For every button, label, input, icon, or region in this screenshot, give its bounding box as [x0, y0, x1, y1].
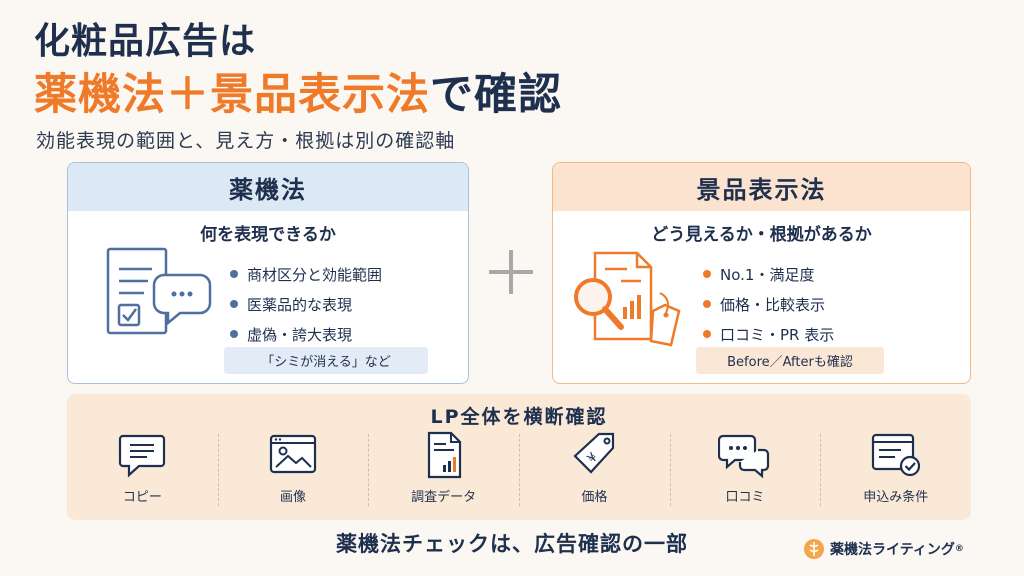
- document-chat-icon: [102, 247, 212, 361]
- list-item: 虚偽・誇大表現: [230, 319, 382, 349]
- keihyo-bullet-list: No.1・満足度 価格・比較表示 口コミ・PR 表示: [703, 259, 834, 349]
- lp-item-reviews: 口コミ: [669, 430, 821, 514]
- title-laws: 薬機法＋景品表示法: [34, 70, 430, 120]
- title-line2: 薬機法＋景品表示法で確認: [34, 60, 562, 122]
- list-item: 価格・比較表示: [703, 289, 834, 319]
- brand-emblem-icon: [804, 539, 824, 559]
- brand-registered-mark: ®: [954, 544, 964, 554]
- lp-title: LP全体を横断確認: [430, 406, 608, 428]
- speech-bubble-icon: [119, 434, 166, 478]
- image-window-icon: [269, 434, 317, 474]
- list-item: 商材区分と効能範囲: [230, 259, 382, 289]
- footer-message: 薬機法チェックは、広告確認の一部: [336, 532, 688, 556]
- yakki-example-note: 「シミが消える」など: [224, 347, 428, 374]
- lp-item-survey-data: 調査データ: [368, 430, 519, 514]
- lp-item-image: 画像: [217, 430, 369, 514]
- keihyo-card: 景品表示法 どう見えるか・根拠があるか No.1・満足度 価格・比較表示 口コミ…: [552, 162, 971, 384]
- form-check-icon: [871, 433, 920, 477]
- magnifier-report-tag-icon: [569, 249, 689, 363]
- brand-name: 薬機法ライティング: [830, 542, 955, 558]
- yakki-card-title: 薬機法: [68, 163, 468, 211]
- data-chart-document-icon: [427, 431, 461, 479]
- list-item: 口コミ・PR 表示: [703, 319, 834, 349]
- list-item: 医薬品的な表現: [230, 289, 382, 319]
- yen-tag-icon: ¥: [573, 432, 615, 474]
- lp-item-conditions: 申込み条件: [820, 430, 971, 514]
- yakki-card-subtitle: 何を表現できるか: [200, 225, 336, 245]
- keihyo-card-subtitle: どう見えるか・根拠があるか: [651, 225, 872, 245]
- title-line1: 化粧品広告は: [34, 21, 257, 62]
- lp-item-copy: コピー: [67, 430, 218, 514]
- plus-icon: [489, 250, 533, 294]
- yakki-bullet-list: 商材区分と効能範囲 医薬品的な表現 虚偽・誇大表現: [230, 259, 382, 349]
- lp-item-price: ¥ 価格: [519, 430, 670, 514]
- keihyo-example-note: Before／Afterも確認: [696, 347, 884, 374]
- subtitle: 効能表現の範囲と、見え方・根拠は別の確認軸: [36, 130, 456, 152]
- lp-crosscheck-panel: LP全体を横断確認 コピー 画像: [67, 394, 971, 520]
- title-confirm: で確認: [430, 70, 562, 120]
- brand-logo: 薬機法ライティング®: [803, 538, 964, 560]
- keihyo-card-title: 景品表示法: [553, 163, 970, 211]
- list-item: No.1・満足度: [703, 259, 834, 289]
- yakki-card: 薬機法 何を表現できるか 商材区分と効能範囲 医薬品的な表現 虚偽・誇大表現 「…: [67, 162, 469, 384]
- chat-bubbles-icon: [718, 434, 770, 479]
